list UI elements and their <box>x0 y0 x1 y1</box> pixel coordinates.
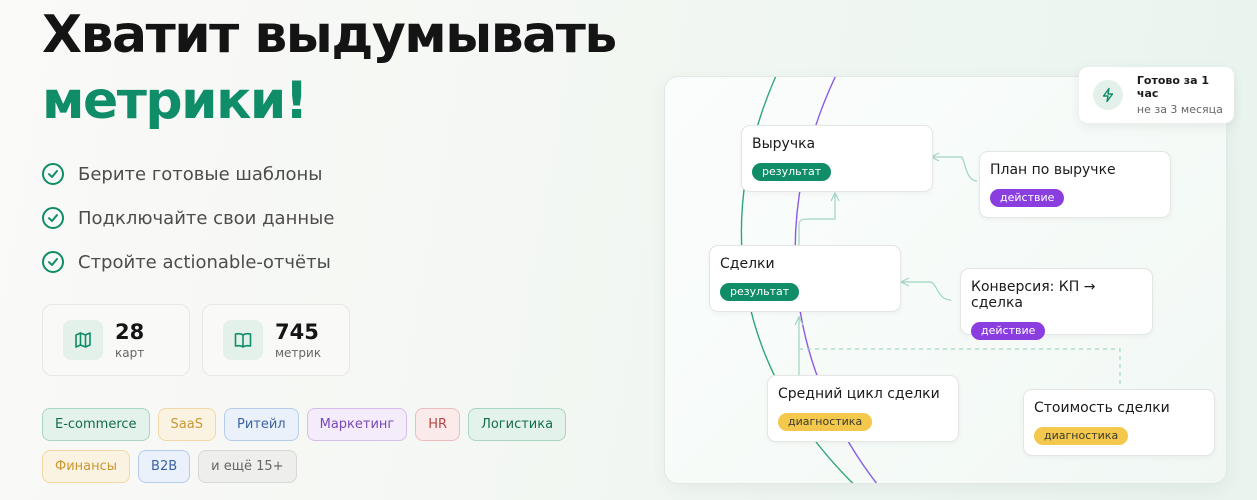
feature-text: Стройте actionable-отчёты <box>78 251 331 273</box>
tag-more[interactable]: и ещё 15+ <box>198 450 297 483</box>
tag-marketing[interactable]: Маркетинг <box>306 408 408 441</box>
map-icon <box>63 320 103 360</box>
node-title: Выручка <box>752 136 816 152</box>
node-tag: результат <box>720 283 800 301</box>
ready-toast: Готово за 1 час не за 3 месяца <box>1079 67 1234 123</box>
node-title: Стоимость сделки <box>1034 400 1170 416</box>
industry-tags: E-commerce SaaS Ритейл Маркетинг HR Логи… <box>42 408 567 492</box>
tag-saas[interactable]: SaaS <box>157 408 216 441</box>
stat-card-maps: 28 карт <box>42 304 190 376</box>
check-circle-icon <box>42 207 64 229</box>
feature-item: Стройте actionable-отчёты <box>42 240 334 284</box>
tag-hr[interactable]: HR <box>415 408 461 441</box>
hero-title-line1: Хватит выдумывать <box>42 5 617 65</box>
tag-ecommerce[interactable]: E-commerce <box>42 408 150 441</box>
node-tag: результат <box>752 163 832 181</box>
node-deal-cost[interactable]: Стоимость сделки диагностика <box>1023 389 1215 456</box>
feature-text: Берите готовые шаблоны <box>78 163 323 185</box>
lightning-icon <box>1093 80 1123 110</box>
node-tag: действие <box>971 322 1046 340</box>
check-circle-icon <box>42 163 64 185</box>
node-tag: диагностика <box>1034 427 1129 445</box>
node-deals[interactable]: Сделки результат <box>709 245 901 312</box>
node-title: План по выручке <box>990 162 1116 178</box>
stat-label: карт <box>115 346 145 360</box>
stat-card-metrics: 745 метрик <box>202 304 350 376</box>
node-revenue[interactable]: Выручка результат <box>741 125 933 192</box>
node-tag: действие <box>990 189 1065 207</box>
tag-logistics[interactable]: Логистика <box>468 408 567 441</box>
node-title: Конверсия: КП → сделка <box>971 279 1096 311</box>
feature-item: Берите готовые шаблоны <box>42 152 334 196</box>
check-circle-icon <box>42 251 64 273</box>
stat-label: метрик <box>275 346 322 360</box>
feature-item: Подключайте свои данные <box>42 196 334 240</box>
node-tag: диагностика <box>778 413 873 431</box>
node-title: Средний цикл сделки <box>778 386 940 402</box>
tag-b2b[interactable]: B2B <box>138 450 191 483</box>
feature-text: Подключайте свои данные <box>78 207 335 229</box>
node-revenue-plan[interactable]: План по выручке действие <box>979 151 1171 218</box>
book-icon <box>223 320 263 360</box>
node-title: Сделки <box>720 256 775 272</box>
feature-list: Берите готовые шаблоны Подключайте свои … <box>42 152 334 284</box>
toast-title: Готово за 1 час <box>1136 74 1210 100</box>
tag-finance[interactable]: Финансы <box>42 450 131 483</box>
hero-title: Хватит выдумывать метрики! <box>42 2 617 134</box>
node-avg-cycle[interactable]: Средний цикл сделки диагностика <box>767 375 959 442</box>
hero-title-line2: метрики! <box>42 71 309 131</box>
node-conversion[interactable]: Конверсия: КП → сделка действие <box>960 268 1153 340</box>
metric-map-canvas: Выручка результат План по выручке действ… <box>664 76 1227 484</box>
toast-subtitle: не за 3 месяца <box>1136 103 1223 116</box>
stat-value: 28 <box>115 320 145 344</box>
tag-retail[interactable]: Ритейл <box>223 408 299 441</box>
stat-value: 745 <box>275 320 319 344</box>
